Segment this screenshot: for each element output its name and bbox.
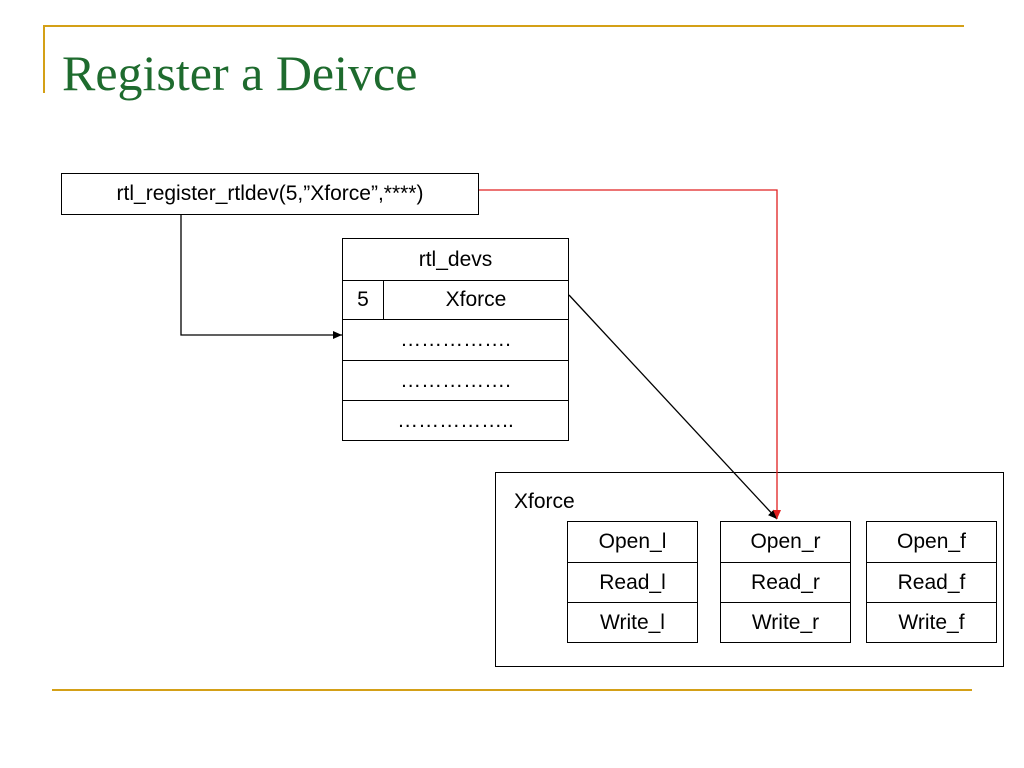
frame-bottom-rule bbox=[52, 689, 972, 691]
register-call-box: rtl_register_rtldev(5,”Xforce”,****) bbox=[61, 173, 479, 215]
func-cell-write-f: Write_f bbox=[866, 602, 997, 643]
func-cell-write-l: Write_l bbox=[567, 602, 698, 643]
rtl-devs-row: …………….. bbox=[342, 400, 569, 441]
xforce-module-label: Xforce bbox=[514, 490, 575, 513]
arrow-call-to-open-r bbox=[479, 189, 781, 519]
rtl-devs-entry-index: 5 bbox=[342, 280, 384, 320]
frame-top-rule bbox=[43, 25, 964, 27]
func-cell-open-r: Open_r bbox=[720, 521, 851, 563]
func-cell-read-l: Read_l bbox=[567, 562, 698, 603]
func-cell-open-l: Open_l bbox=[567, 521, 698, 563]
arrow-rtl-devs-entry-to-open-r bbox=[568, 294, 778, 520]
func-cell-read-r: Read_r bbox=[720, 562, 851, 603]
arrow-call-to-rtl-devs bbox=[180, 215, 342, 339]
slide-title: Register a Deivce bbox=[62, 45, 418, 101]
xforce-module-container bbox=[495, 472, 1004, 667]
frame-left-rule bbox=[43, 25, 45, 93]
func-cell-write-r: Write_r bbox=[720, 602, 851, 643]
